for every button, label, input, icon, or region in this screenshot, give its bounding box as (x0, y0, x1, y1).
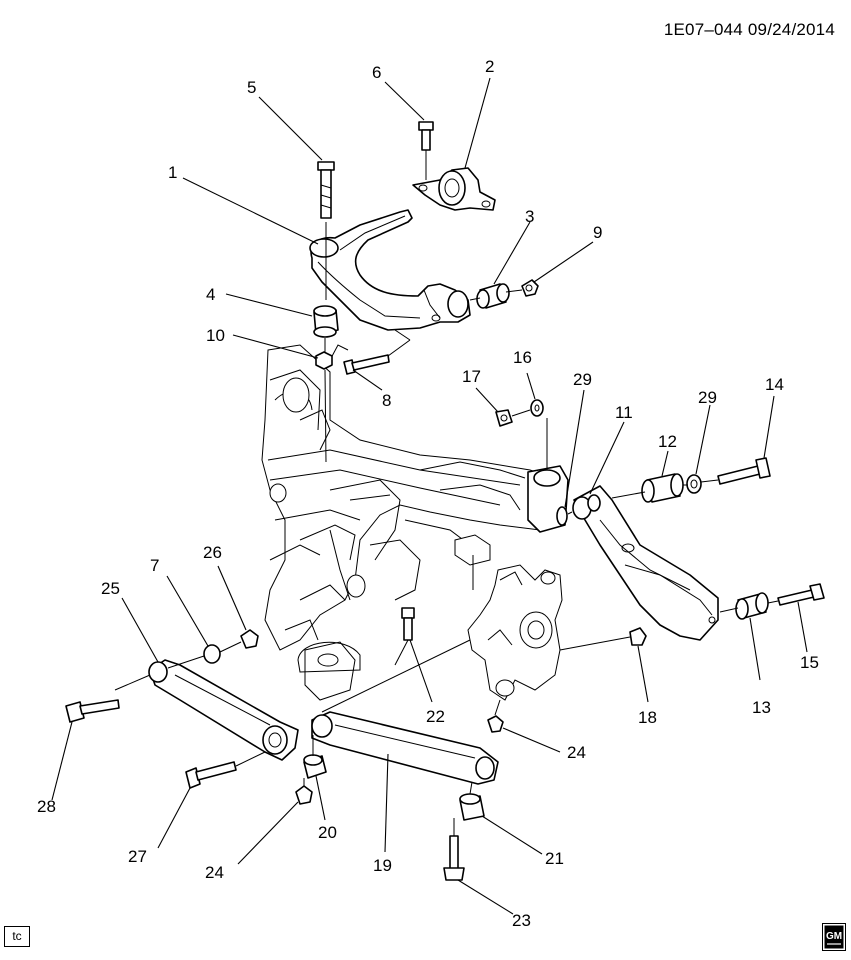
nut-9 (521, 279, 539, 297)
nut-26 (240, 629, 259, 649)
bushing-20 (303, 754, 327, 779)
diagram-date: 09/24/2014 (747, 20, 835, 39)
callout-23: 23 (512, 911, 531, 930)
tc-label: tc (4, 926, 30, 947)
diagram-reference: 1E07–044 09/24/2014 (664, 20, 835, 40)
callout-6: 6 (372, 63, 381, 82)
nut-18 (629, 627, 647, 646)
callout-28: 28 (37, 797, 56, 816)
callout-17: 17 (462, 367, 481, 386)
bushing-12 (641, 473, 684, 503)
bolt-5 (317, 161, 335, 219)
upper-control-arm (309, 209, 471, 331)
bushing-4 (313, 305, 339, 338)
callout-22: 22 (426, 707, 445, 726)
bolt-27 (185, 761, 237, 789)
bolt-8 (343, 354, 390, 375)
callout-7: 7 (150, 556, 159, 575)
washer-16 (530, 399, 544, 417)
callout-16: 16 (513, 348, 532, 367)
bolt-6 (418, 121, 434, 151)
callout-15: 15 (800, 653, 819, 672)
callout-27: 27 (128, 847, 147, 866)
callout-24-left: 24 (205, 863, 224, 882)
washer-29-left (556, 506, 568, 526)
callout-29-right: 29 (698, 388, 717, 407)
callout-4: 4 (206, 285, 215, 304)
callout-25: 25 (101, 579, 120, 598)
callout-24-right: 24 (567, 743, 586, 762)
knuckle (467, 564, 563, 701)
svg-text:GM: GM (826, 931, 842, 942)
bolt-23 (443, 835, 465, 881)
callout-13: 13 (752, 698, 771, 717)
callout-3: 3 (525, 207, 534, 226)
bushing-13 (735, 592, 769, 620)
nut-10 (315, 351, 333, 370)
lower-link-19 (311, 711, 499, 785)
callout-1: 1 (168, 163, 177, 182)
callout-9: 9 (593, 223, 602, 242)
callout-21: 21 (545, 849, 564, 868)
rear-subframe (261, 344, 566, 701)
callout-19: 19 (373, 856, 392, 875)
assembly-lines (114, 150, 779, 836)
bolt-15 (777, 583, 825, 606)
gm-logo: GM (822, 923, 846, 951)
callout-2: 2 (485, 57, 494, 76)
washer-7 (203, 644, 221, 664)
leader-lines (51, 77, 808, 915)
nut-24-right (487, 715, 504, 733)
bushing-bracket (412, 167, 496, 211)
callout-11: 11 (615, 403, 633, 422)
callout-29-left: 29 (573, 370, 592, 389)
bolt-22 (401, 607, 415, 641)
bolt-14 (717, 457, 771, 485)
callout-5: 5 (247, 78, 256, 97)
callout-12: 12 (658, 432, 677, 451)
lower-control-arm (572, 485, 719, 641)
callout-26: 26 (203, 543, 222, 562)
nut-17 (495, 409, 513, 427)
diagram-code: 1E07–044 (663, 20, 743, 39)
callout-18: 18 (638, 708, 657, 727)
callouts: 1 2 3 4 5 6 7 8 9 10 11 12 13 14 15 16 1… (37, 57, 819, 930)
callout-20: 20 (318, 823, 337, 842)
lateral-link-25 (148, 659, 299, 761)
bolt-28 (65, 699, 120, 723)
bushing-3 (476, 283, 510, 309)
callout-14: 14 (765, 375, 784, 394)
gm-logo-icon: GM (822, 923, 846, 951)
nut-24-left (295, 785, 313, 805)
callout-10: 10 (206, 326, 225, 345)
washer-29-right (686, 474, 702, 494)
bushing-21 (459, 793, 485, 821)
callout-8: 8 (382, 391, 391, 410)
